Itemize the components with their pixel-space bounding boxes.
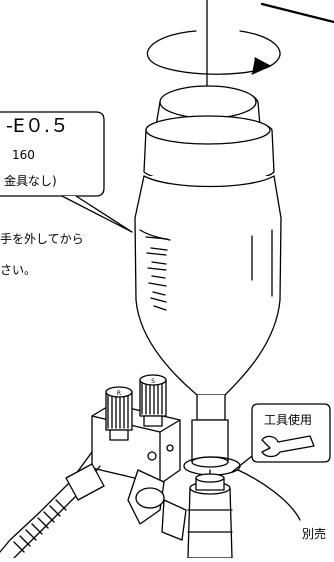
graduation-marks [145,236,168,311]
left-knob-label: R [117,390,121,397]
instruction-line-2: さい。 [0,263,36,277]
frame-corner-line [260,2,334,24]
model-capacity: 160 [12,148,35,162]
tool-callout: 工具使用 [231,403,331,473]
coupler-fitting [187,473,233,559]
regulator-block [91,403,181,485]
tool-label: 工具使用 [264,412,312,427]
model-note: 金具なし) [4,173,57,188]
elbow-fitting [127,469,187,541]
instruction-text: 手を外してから さい。 [0,232,84,277]
left-knob: R [105,386,133,441]
wrench-icon [261,435,315,458]
right-knob-label: S [151,378,155,385]
sold-separately-label: 別売 [302,526,326,541]
air-hose [0,451,105,559]
instruction-line-1: 手を外してから [0,232,84,246]
right-knob: S [139,374,167,427]
cup-nozzle [191,394,229,468]
model-callout: -E０.５ 160 金具なし) [0,111,133,233]
leader-line [237,469,301,521]
paint-cup [134,85,282,396]
model-number: -E０.５ [6,115,69,137]
